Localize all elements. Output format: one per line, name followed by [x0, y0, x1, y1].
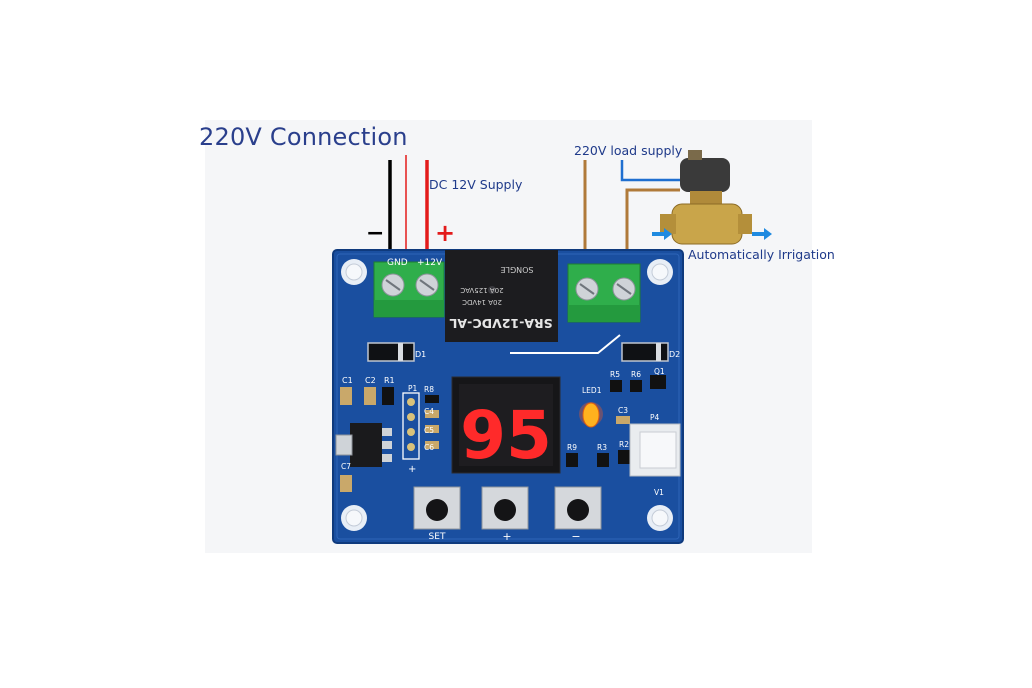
- silk-r1: R1: [384, 376, 395, 385]
- silk-r8: R8: [424, 385, 434, 394]
- connector-p4: [629, 423, 681, 477]
- mounting-hole: [647, 505, 673, 531]
- button-minus-body: [554, 486, 602, 530]
- silk-v1: V1: [654, 488, 664, 497]
- silk-p4: P4: [650, 413, 660, 422]
- relay-rating-1: 20A 14VDC: [462, 298, 502, 306]
- mounting-hole: [341, 505, 367, 531]
- load-terminal-block: [567, 263, 641, 323]
- mounting-hole: [647, 259, 673, 285]
- mounting-hole: [341, 259, 367, 285]
- diode-d2: [621, 342, 669, 362]
- flow-out-arrow-icon: [752, 228, 772, 240]
- power-terminal-block: [373, 261, 445, 318]
- load-supply-label: 220V load supply: [574, 143, 683, 158]
- silk-r9: R9: [567, 443, 577, 452]
- silk-r6: R6: [631, 370, 641, 379]
- header-p1: [402, 392, 420, 460]
- relay-brand: SONGLE: [500, 265, 533, 274]
- button-set-label: SET: [429, 532, 446, 542]
- silk-c5: C5: [424, 426, 434, 435]
- terminal-gnd-label: GND: [387, 258, 408, 268]
- dc-supply-label: DC 12V Supply: [429, 177, 523, 192]
- flow-in-arrow-icon: [652, 228, 672, 240]
- led-indicator: [579, 402, 603, 428]
- diode-d1: [367, 342, 415, 362]
- load-wire-right: [625, 188, 680, 268]
- minus-sign: −: [366, 221, 385, 246]
- relay-rating-2: 20A 125VAC: [460, 286, 503, 294]
- silk-c6: C6: [424, 443, 434, 452]
- silk-c2: C2: [365, 376, 376, 385]
- relay-markings: SRA-12VDC-AL 20A 14VDC 20A 125VAC SONGLE: [449, 265, 552, 331]
- terminal-12v-label: +12V: [417, 258, 443, 268]
- silk-d1: D1: [415, 350, 426, 359]
- silk-r5: R5: [610, 370, 620, 379]
- irrigation-label: Automatically Irrigation: [688, 247, 835, 262]
- silk-c1: C1: [342, 376, 353, 385]
- silk-led1: LED1: [582, 386, 602, 395]
- silk-q1: Q1: [654, 367, 665, 376]
- relay: [445, 250, 558, 342]
- plus-sign: +: [435, 219, 456, 247]
- load-wire-blue: [620, 160, 680, 182]
- silk-p1: P1: [408, 384, 418, 393]
- silk-d2: D2: [669, 350, 680, 359]
- silk-c4: C4: [424, 407, 434, 416]
- silk-r3: R3: [597, 443, 607, 452]
- seven-segment-display: [451, 376, 561, 474]
- silk-r2: R2: [619, 440, 629, 449]
- button-minus-label: −: [571, 530, 580, 543]
- button-plus-label: +: [502, 530, 511, 543]
- silk-plus: +: [408, 464, 416, 475]
- button-set-body: [413, 486, 461, 530]
- solenoid-valve-icon: [660, 150, 752, 245]
- button-plus-body: [481, 486, 529, 530]
- voltage-regulator: [335, 423, 392, 467]
- relay-model: SRA-12VDC-AL: [449, 316, 552, 331]
- page-title: 220V Connection: [199, 123, 408, 151]
- display-value: 95: [460, 397, 552, 474]
- smd-components: [340, 375, 666, 492]
- silk-c7: C7: [341, 462, 351, 471]
- silkscreen-trace: [510, 334, 621, 354]
- silk-c3: C3: [618, 406, 628, 415]
